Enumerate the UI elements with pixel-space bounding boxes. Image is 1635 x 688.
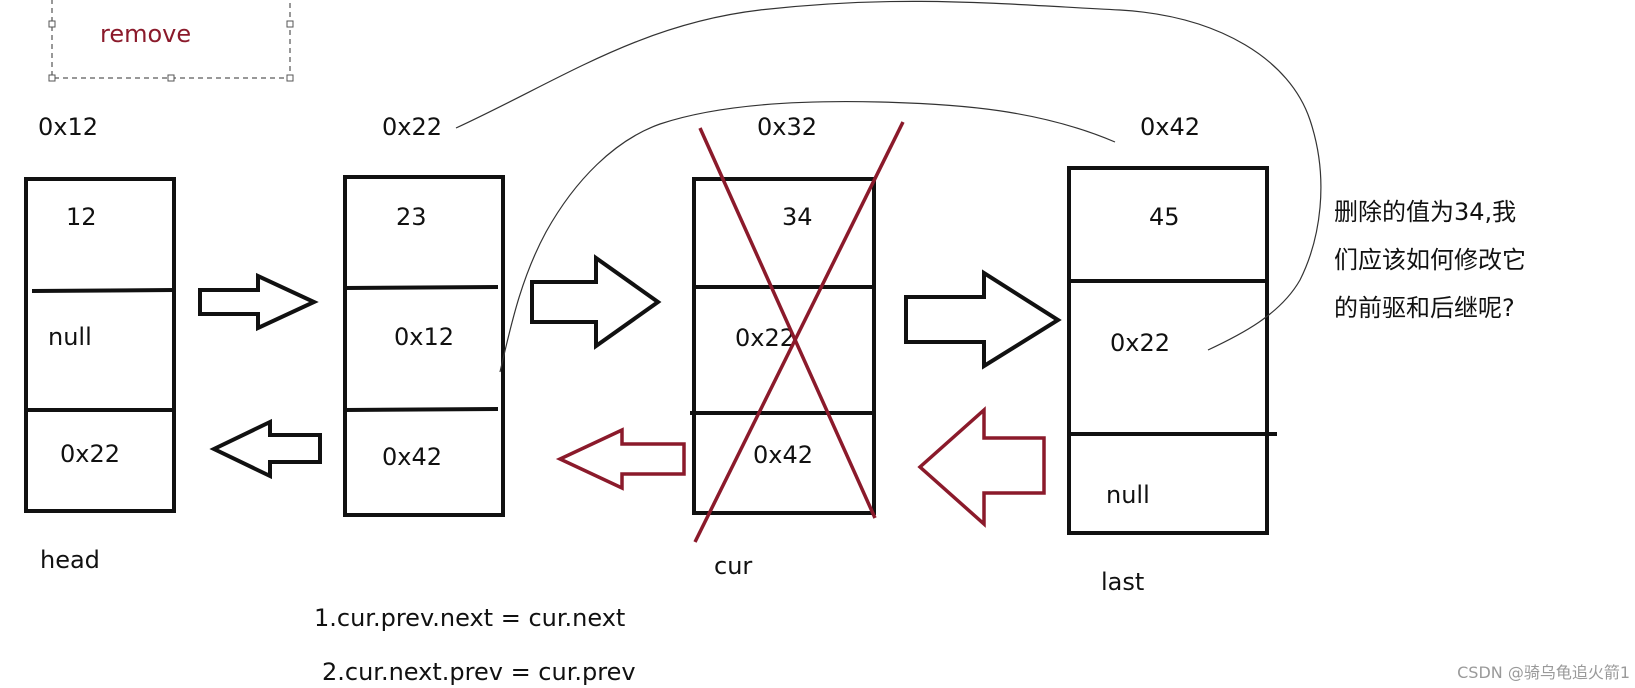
prev-arrow bbox=[917, 406, 1046, 528]
node-value: 34 bbox=[782, 203, 813, 231]
next-arrow bbox=[198, 272, 319, 332]
last-label: last bbox=[1101, 568, 1144, 596]
prev-arrow bbox=[209, 418, 322, 480]
node-box bbox=[690, 177, 876, 515]
node-value: 45 bbox=[1149, 203, 1180, 231]
step-1-code: 1.cur.prev.next = cur.next bbox=[314, 604, 625, 632]
watermark: CSDN @骑乌龟追火箭1 bbox=[1457, 663, 1630, 682]
node-prev-field: 0x12 bbox=[394, 323, 454, 351]
node-next-field: 0x42 bbox=[382, 443, 442, 471]
removed-cross-mark bbox=[693, 121, 905, 543]
node-address: 0x42 bbox=[1140, 113, 1200, 141]
remove-label: remove bbox=[100, 20, 191, 48]
prev-arrow bbox=[555, 427, 686, 491]
node-box bbox=[1067, 166, 1277, 535]
node-next-field: 0x22 bbox=[60, 440, 120, 468]
next-arrow bbox=[530, 254, 662, 350]
node-address: 0x22 bbox=[382, 113, 442, 141]
node-prev-field: 0x22 bbox=[735, 324, 795, 352]
head-label: head bbox=[40, 546, 100, 574]
node-next-field: 0x42 bbox=[753, 441, 813, 469]
question-text-line: 的前驱和后继呢? bbox=[1334, 294, 1515, 322]
next-arrow bbox=[904, 269, 1062, 370]
question-text-line: 们应该如何修改它 bbox=[1334, 246, 1526, 274]
step-2-code: 2.cur.next.prev = cur.prev bbox=[322, 658, 636, 686]
new-prev-link-curve bbox=[499, 100, 1116, 373]
node-value: 12 bbox=[66, 203, 97, 231]
node-address: 0x12 bbox=[38, 113, 98, 141]
node-value: 23 bbox=[396, 203, 427, 231]
question-text-line: 删除的值为34,我 bbox=[1334, 198, 1516, 226]
node-box bbox=[343, 175, 505, 517]
cur-label: cur bbox=[714, 552, 752, 580]
node-next-field: null bbox=[1106, 481, 1150, 509]
new-next-link-curve bbox=[455, 0, 1322, 351]
remove-selection-box: remove bbox=[48, 0, 294, 82]
node-prev-field: null bbox=[48, 323, 92, 351]
node-box bbox=[24, 177, 176, 513]
node-prev-field: 0x22 bbox=[1110, 329, 1170, 357]
node-address: 0x32 bbox=[757, 113, 817, 141]
